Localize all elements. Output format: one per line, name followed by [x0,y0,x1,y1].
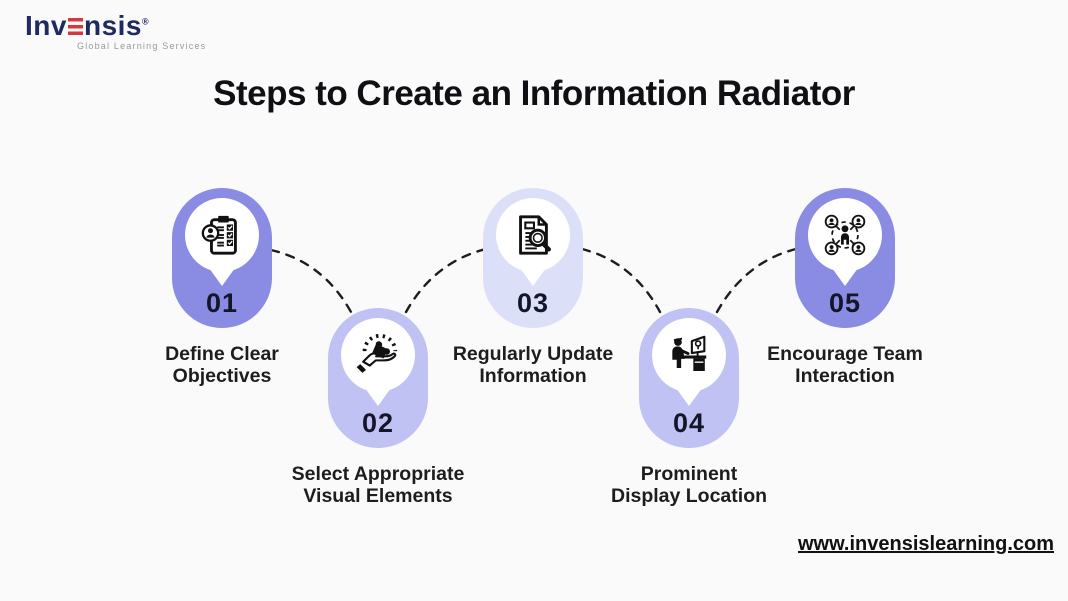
logo-e-bars-icon [67,18,83,35]
step-5-number: 05 [828,288,862,318]
step-2-number: 02 [361,408,395,438]
connector-4-5 [715,247,798,314]
team-network-icon [824,214,866,256]
step-2: 02 Select Appropriate Visual Elements [292,308,464,506]
step-4-pin [652,318,726,392]
step-2-label: Select Appropriate Visual Elements [262,463,494,507]
step-4-label-line2: Display Location [610,484,768,507]
step-1: 01 Define Clear Objectives [165,188,279,386]
step-5-label: Encourage Team Interaction [729,343,961,387]
step-3-label-line2: Information [479,364,587,387]
page-title: Steps to Create an Information Radiator [213,74,855,113]
step-1-number: 01 [205,288,239,318]
logo-text-suffix: nsis [83,10,142,41]
pin-tail [832,268,858,286]
pin-tail [676,388,702,406]
step-5-pin [808,198,882,272]
connector-2-3 [404,247,488,314]
step-2-pill: 02 [328,308,428,448]
step-1-label-line1: Define Clear [165,343,279,365]
step-4-label-line1: Prominent [640,463,738,485]
step-1-pill: 01 [172,188,272,328]
step-3-number: 03 [516,288,550,318]
logo-text-prefix: Inv [25,10,67,41]
step-1-pin [185,198,259,272]
pin-tail [365,388,391,406]
step-1-label-line2: Objectives [172,364,272,387]
step-2-label-line2: Visual Elements [303,484,453,507]
step-4-number: 04 [672,408,706,438]
connector-3-4 [580,247,662,314]
registered-mark: ® [142,16,150,27]
step-1-label: Define Clear Objectives [106,343,338,387]
step-5-label-line1: Encourage Team [767,343,923,365]
connector-1-2 [269,248,353,314]
pin-tail [209,268,235,286]
step-3-label: Regularly Update Information [417,343,649,387]
step-3-pill: 03 [483,188,583,328]
logo-tagline: Global Learning Services [77,41,207,51]
step-4-pill: 04 [639,308,739,448]
clipboard-checklist-icon [201,215,237,255]
hand-puzzle-icon [356,334,398,373]
footer-website-link[interactable]: www.invensislearning.com [798,533,1054,555]
document-magnifier-icon [519,215,551,255]
step-2-pin [341,318,415,392]
step-5-label-line2: Interaction [795,364,895,387]
step-5: 05 Encourage Team Interaction [767,188,923,386]
step-4-label: Prominent Display Location [573,463,805,507]
step-3: 03 Regularly Update Information [453,188,613,386]
pin-tail [520,268,546,286]
step-2-label-line1: Select Appropriate [291,463,465,485]
step-3-label-line1: Regularly Update [452,343,614,365]
step-5-pill: 05 [795,188,895,328]
step-3-pin [496,198,570,272]
person-desk-icon [672,335,707,372]
step-4: 04 Prominent Display Location [611,308,767,506]
